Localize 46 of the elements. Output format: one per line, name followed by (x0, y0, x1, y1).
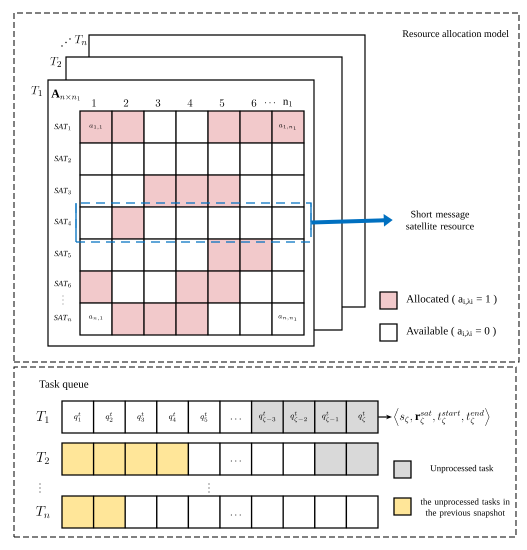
column-number: $1$ (92, 99, 96, 107)
layer-label: $T_1$ (31, 86, 42, 96)
row-label: $\mathit{SAT}_2$ (54, 156, 71, 162)
layer-label: $T_2$ (50, 57, 62, 67)
highlight-box (75, 202, 312, 243)
cell-label: $a_{1,1}$ (89, 124, 102, 130)
row-label: $\mathit{SAT}_3$ (54, 188, 71, 194)
column-number: $\mathrm{n}_1$ (283, 100, 292, 106)
task-cell: $q_{\zeta}^{t}$ (346, 400, 379, 434)
legend-text: Unprocessed task (430, 464, 494, 474)
cell-label: $q_{\zeta-3}^t$ (258, 412, 276, 422)
queue-label: $T_1$ (36, 411, 49, 423)
ellipsis: $\vdots$ (39, 483, 41, 493)
ellipsis: $\vdots$ (62, 296, 64, 304)
queue-label: $T_n$ (36, 506, 50, 518)
ellipsis: $\mathbf{\ldots}$ (230, 514, 241, 516)
queue-label: $T_2$ (36, 452, 49, 464)
layer-label: $T_n$ (74, 35, 87, 46)
cell-label: $q_4^t$ (168, 412, 176, 422)
cell-label: $q_2^t$ (106, 412, 112, 422)
row-label: $\mathit{SAT}_6$ (54, 280, 71, 288)
ellipsis: $\mathbf{\ldots}$ (230, 460, 241, 462)
matrix-label: $\mathbf{A}_{n\times n_1}$ (51, 90, 80, 100)
cell-label: $a_{n,n_1}$ (278, 315, 296, 321)
cell-label: $a_{1,n_1}$ (279, 124, 296, 130)
cell-label: $q_1^t$ (74, 412, 81, 422)
cell-label: $q_{\zeta-2}^t$ (290, 412, 307, 422)
cell-label: $q_5^t$ (200, 412, 208, 422)
cell-label: $q_3^t$ (137, 412, 144, 422)
node-text: Short message satellite resource (406, 210, 474, 230)
column-number: $6$ (252, 99, 256, 107)
legend-text: Allocated ( a$_{i,λi}$ = 1 ) (406, 294, 497, 306)
column-number: $5$ (220, 99, 224, 107)
row-label: $\mathit{SAT}_5$ (54, 250, 71, 258)
column-number: $2$ (124, 99, 128, 107)
ellipsis: $\vdots$ (208, 483, 210, 493)
tuple-formula: $\left\langle s_{\zeta},\mathbf{r}_{\zeta}^{sat},t_{\zeta}^{start},t_{\zeta}^{end}\right\rangle$ (394, 408, 490, 426)
column-number: $3$ (156, 99, 160, 107)
legend-text: Available ( a$_{i,λi}$ = 0 ) (406, 326, 496, 338)
cell-label: $a_{n,1}$ (88, 315, 102, 320)
ellipsis: $\cdots$ (265, 102, 275, 104)
row-label: $\mathit{SAT}_n$ (54, 314, 72, 322)
legend-text: the unprocessed tasks in the previous snapshot (420, 498, 510, 518)
ellipsis: $\mathbf{\ldots}$ (230, 418, 241, 420)
row-label: $\mathit{SAT}_1$ (54, 124, 71, 130)
column-number: $4$ (188, 99, 192, 107)
